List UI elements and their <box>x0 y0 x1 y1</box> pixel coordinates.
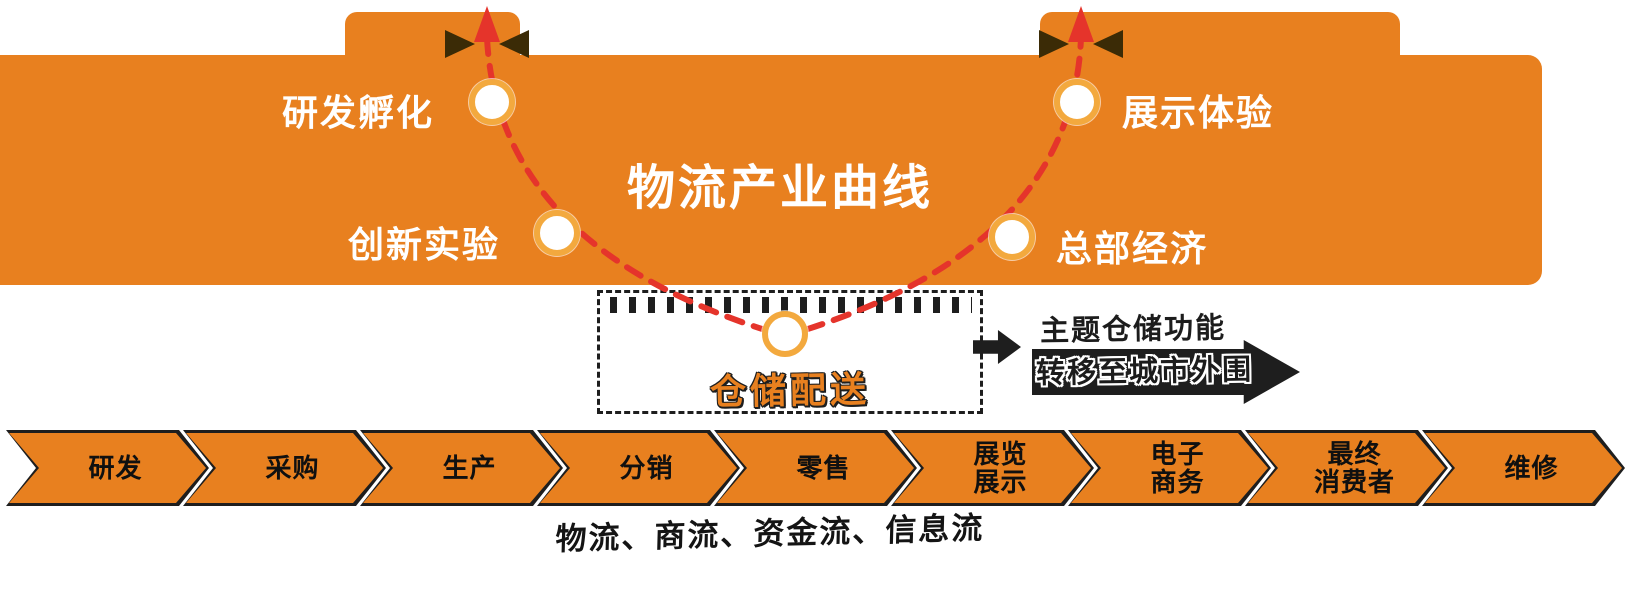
flow-step-label: 研发 <box>88 452 143 483</box>
flow-step-retail: 零售 <box>714 430 917 506</box>
flow-step-label: 零售 <box>796 452 851 483</box>
flow-step-ecommerce: 电子 商务 <box>1068 430 1271 506</box>
comb-pattern <box>610 297 972 313</box>
label-exhibition: 展示体验 <box>1122 92 1275 133</box>
ribbon-right-icon <box>1093 30 1123 58</box>
page-title: 物流产业曲线 <box>626 162 933 215</box>
storage-label: 仓储配送 <box>709 368 871 413</box>
label-innovation-lab: 创新实验 <box>348 224 501 265</box>
node-storage <box>762 311 808 357</box>
flow-step-label: 维修 <box>1504 452 1559 483</box>
flow-step-exhibition: 展览 展示 <box>891 430 1094 506</box>
label-hq-economy: 总部经济 <box>1056 228 1209 269</box>
flow-step-label: 最终 消费者 <box>1313 438 1395 497</box>
ribbon-left-icon <box>499 30 529 58</box>
node-rd-incubation <box>469 79 515 125</box>
flow-step-label: 生产 <box>442 452 497 483</box>
callout-banner <box>1032 340 1300 404</box>
ribbon-right-icon <box>1039 30 1069 58</box>
callout-line1: 主题仓储功能 <box>1039 312 1227 348</box>
label-rd-incubation: 研发孵化 <box>282 92 435 133</box>
flow-step-maintenance: 维修 <box>1422 430 1625 506</box>
node-innovation-lab <box>534 210 580 256</box>
flow-caption: 物流、商流、资金流、信息流 <box>555 510 985 557</box>
flow-step-production: 生产 <box>360 430 563 506</box>
ribbon-left-icon <box>445 30 475 58</box>
callout-line2: 转移至城市外围 <box>1035 354 1254 390</box>
flow-step-consumer: 最终 消费者 <box>1245 430 1448 506</box>
process-flow: 研发 采购 生产 分销 零售 展览 展示 电子 商务 最终 消费者 维修 <box>6 430 1646 506</box>
node-hq-economy <box>989 214 1035 260</box>
flow-step-procurement: 采购 <box>183 430 386 506</box>
flow-step-label: 采购 <box>265 452 320 483</box>
flow-step-label: 电子 商务 <box>1150 438 1205 497</box>
flow-step-label: 展览 展示 <box>973 438 1028 497</box>
flow-step-distribution: 分销 <box>537 430 740 506</box>
flow-step-label: 分销 <box>619 452 674 483</box>
node-exhibition <box>1054 79 1100 125</box>
flow-step-rd: 研发 <box>6 430 209 506</box>
